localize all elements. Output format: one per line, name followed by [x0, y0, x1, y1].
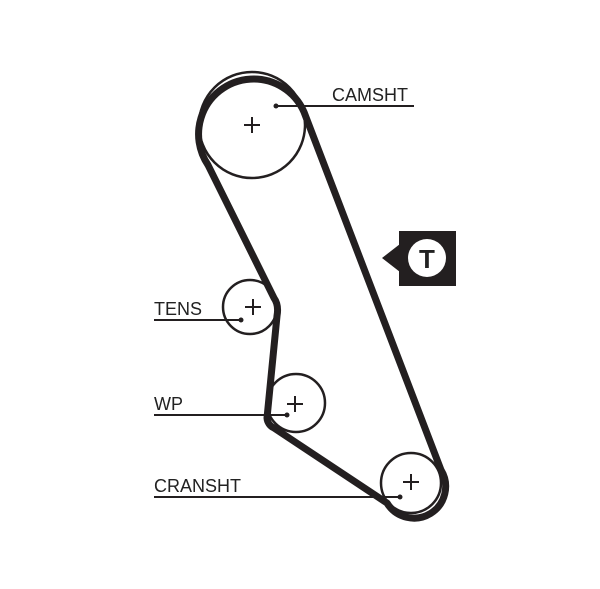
- camshaft-label: CAMSHT: [332, 85, 408, 105]
- crankshaft-center-mark: [403, 474, 419, 490]
- tensioner-center-mark: [245, 299, 261, 315]
- camshaft-leader: [273, 103, 414, 109]
- crankshaft-pulley: [379, 451, 443, 515]
- camshaft-center-mark: [244, 117, 260, 133]
- tension-marker: T: [382, 231, 456, 286]
- water-pump-leader: [154, 412, 290, 418]
- water-pump-label: WP: [154, 394, 183, 414]
- tensioner-leader: [154, 317, 244, 323]
- crankshaft-leader: [154, 494, 403, 500]
- tension-marker-letter: T: [419, 244, 435, 274]
- tensioner-label: TENS: [154, 299, 202, 319]
- water-pump-center-mark: [287, 396, 303, 412]
- crankshaft-label: CRANSHT: [154, 476, 241, 496]
- timing-belt: [195, 75, 450, 522]
